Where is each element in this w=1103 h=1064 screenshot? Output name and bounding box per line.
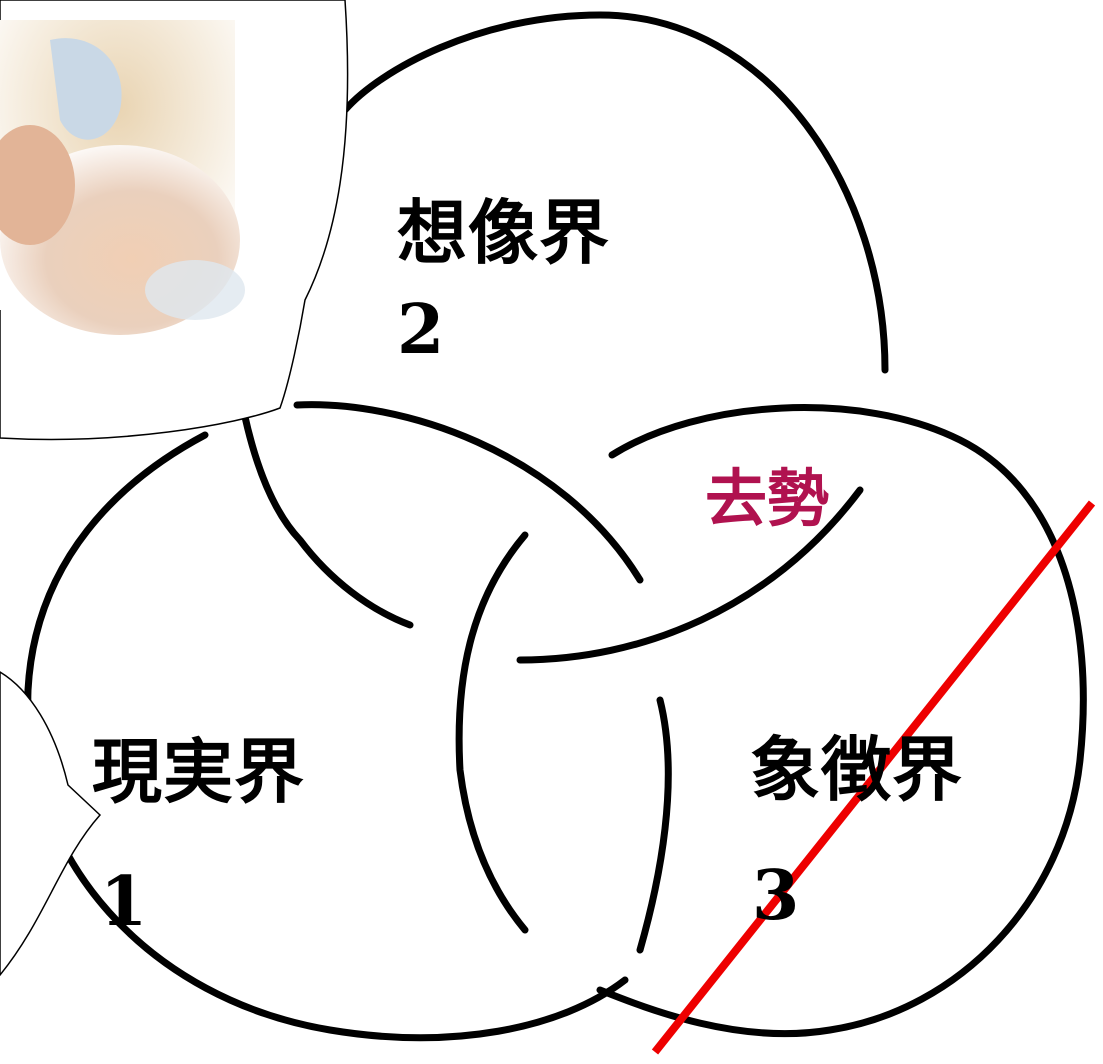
- castration-label: 去勢: [705, 462, 830, 535]
- real-label: 現実界: [92, 730, 305, 813]
- speech-bubble-left: [0, 671, 102, 977]
- strike-line: [651, 500, 1096, 1055]
- symbolic-label: 象徴界: [750, 728, 963, 811]
- imaginary-label: 想像界: [397, 191, 610, 274]
- imaginary-number: 2: [397, 290, 445, 370]
- ring-real: [24, 401, 672, 1042]
- baby-photo: [0, 20, 245, 335]
- real-number: 1: [100, 862, 148, 942]
- symbolic-number: 3: [752, 856, 800, 936]
- ring-symbolic: [455, 404, 1087, 1038]
- speech-bubble-photo: [0, 0, 349, 441]
